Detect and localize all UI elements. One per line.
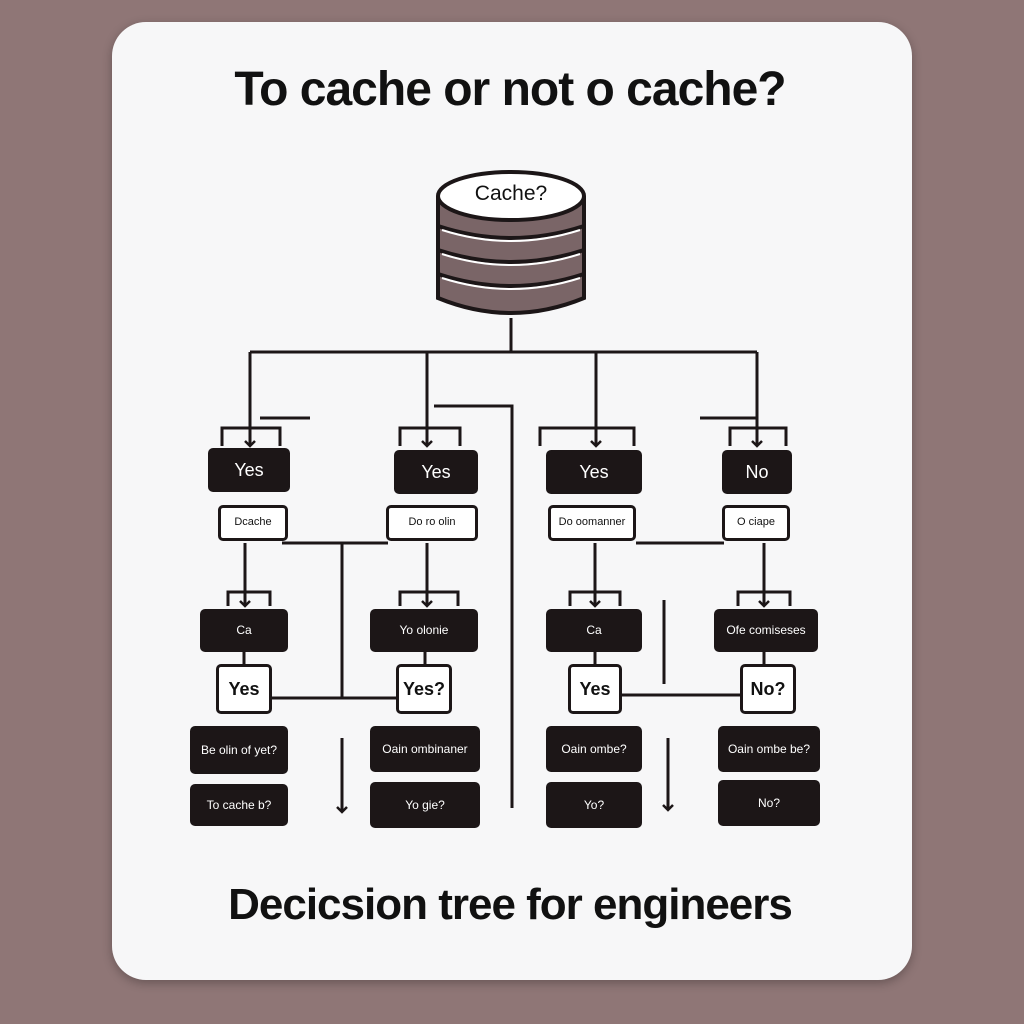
question-box-3: Oain ombe? <box>546 726 642 772</box>
decision-box-3: Yes <box>546 450 642 494</box>
decision-box-4: No <box>722 450 792 494</box>
leaf-box-4: No? <box>718 780 820 826</box>
diagram-footer: Decicsion tree for engineers <box>228 880 793 929</box>
sub-box-4: O ciape <box>722 505 790 541</box>
root-node-label: Cache? <box>474 182 548 205</box>
node-box-2: Yo olonie <box>370 609 478 652</box>
leaf-box-2: Yo gie? <box>370 782 480 828</box>
question-box-2: Oain ombinaner <box>370 726 480 772</box>
node-box-3: Ca <box>546 609 642 652</box>
question-box-4: Oain ombe be? <box>718 726 820 772</box>
diagram-title: To cache or not o cache? <box>234 63 786 116</box>
question-box-1: Be olin of yet? <box>190 726 288 774</box>
leaf-box-3: Yo? <box>546 782 642 828</box>
sub-box-3: Do oomanner <box>548 505 636 541</box>
answer-box-3: Yes <box>568 664 622 714</box>
decision-box-1: Yes <box>208 448 290 492</box>
leaf-box-1: To cache b? <box>190 784 288 826</box>
sub-box-2: Do ro olin <box>386 505 478 541</box>
database-icon <box>436 170 586 315</box>
decision-box-2: Yes <box>394 450 478 494</box>
answer-box-2: Yes? <box>396 664 452 714</box>
answer-box-4: No? <box>740 664 796 714</box>
answer-box-1: Yes <box>216 664 272 714</box>
node-box-4: Ofe comiseses <box>714 609 818 652</box>
sub-box-1: Dcache <box>218 505 288 541</box>
node-box-1: Ca <box>200 609 288 652</box>
